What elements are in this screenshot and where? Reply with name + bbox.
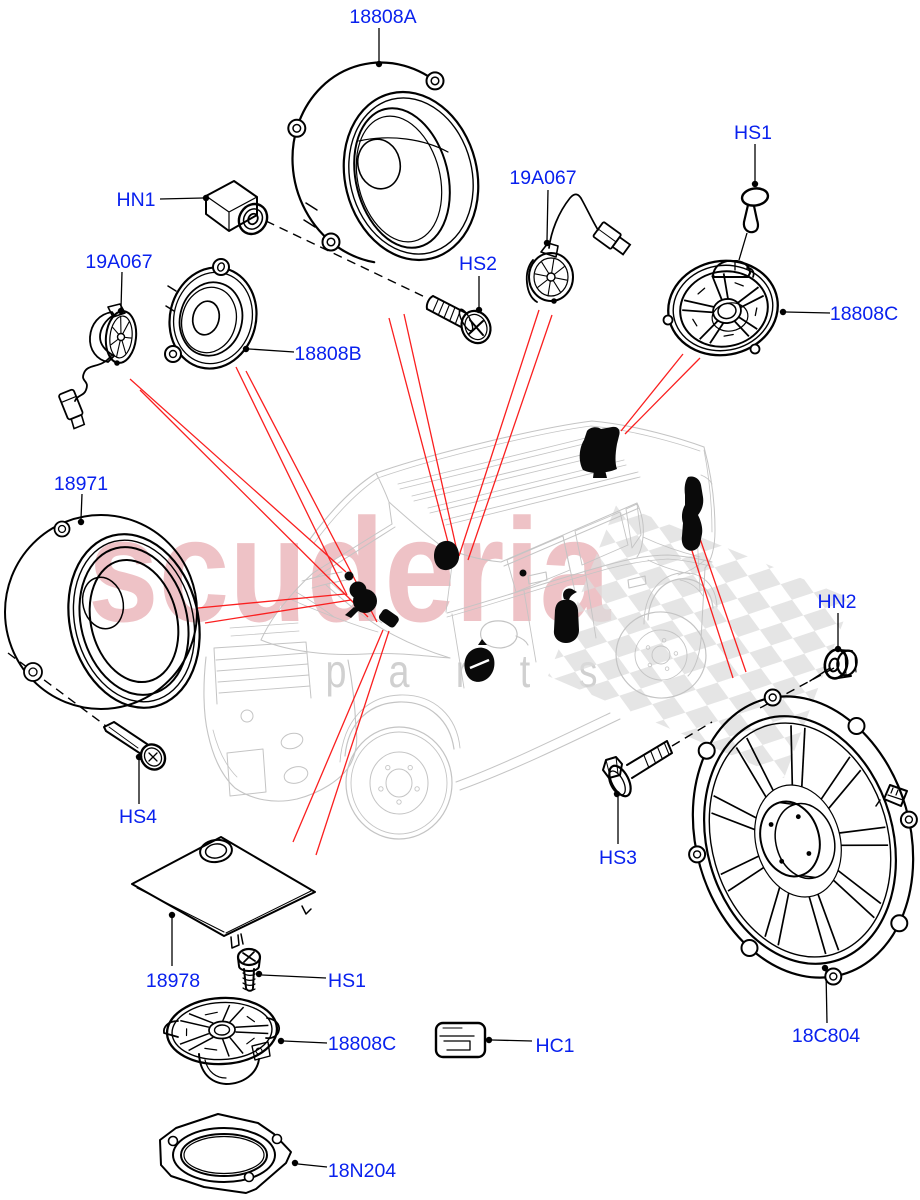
svg-text:p: p	[326, 645, 347, 696]
svg-text:18808B: 18808B	[294, 343, 361, 365]
svg-text:18808A: 18808A	[349, 6, 416, 28]
svg-text:a: a	[389, 645, 411, 696]
svg-text:18808C: 18808C	[328, 1033, 396, 1055]
svg-text:HC1: HC1	[535, 1035, 574, 1057]
svg-text:HS1: HS1	[734, 122, 772, 144]
svg-text:18978: 18978	[146, 970, 200, 992]
svg-text:18N204: 18N204	[328, 1160, 396, 1182]
svg-text:HS4: HS4	[119, 806, 157, 828]
svg-text:19A067: 19A067	[85, 251, 152, 273]
svg-text:HS3: HS3	[599, 847, 637, 869]
svg-text:t: t	[520, 645, 531, 696]
svg-text:HN1: HN1	[116, 189, 155, 211]
svg-text:HS1: HS1	[328, 970, 366, 992]
svg-text:HN2: HN2	[817, 591, 856, 613]
svg-text:19A067: 19A067	[509, 167, 576, 189]
svg-text:18971: 18971	[54, 473, 108, 495]
svg-text:18808C: 18808C	[830, 303, 898, 325]
svg-text:18C804: 18C804	[792, 1025, 860, 1047]
svg-text:HS2: HS2	[459, 253, 497, 275]
